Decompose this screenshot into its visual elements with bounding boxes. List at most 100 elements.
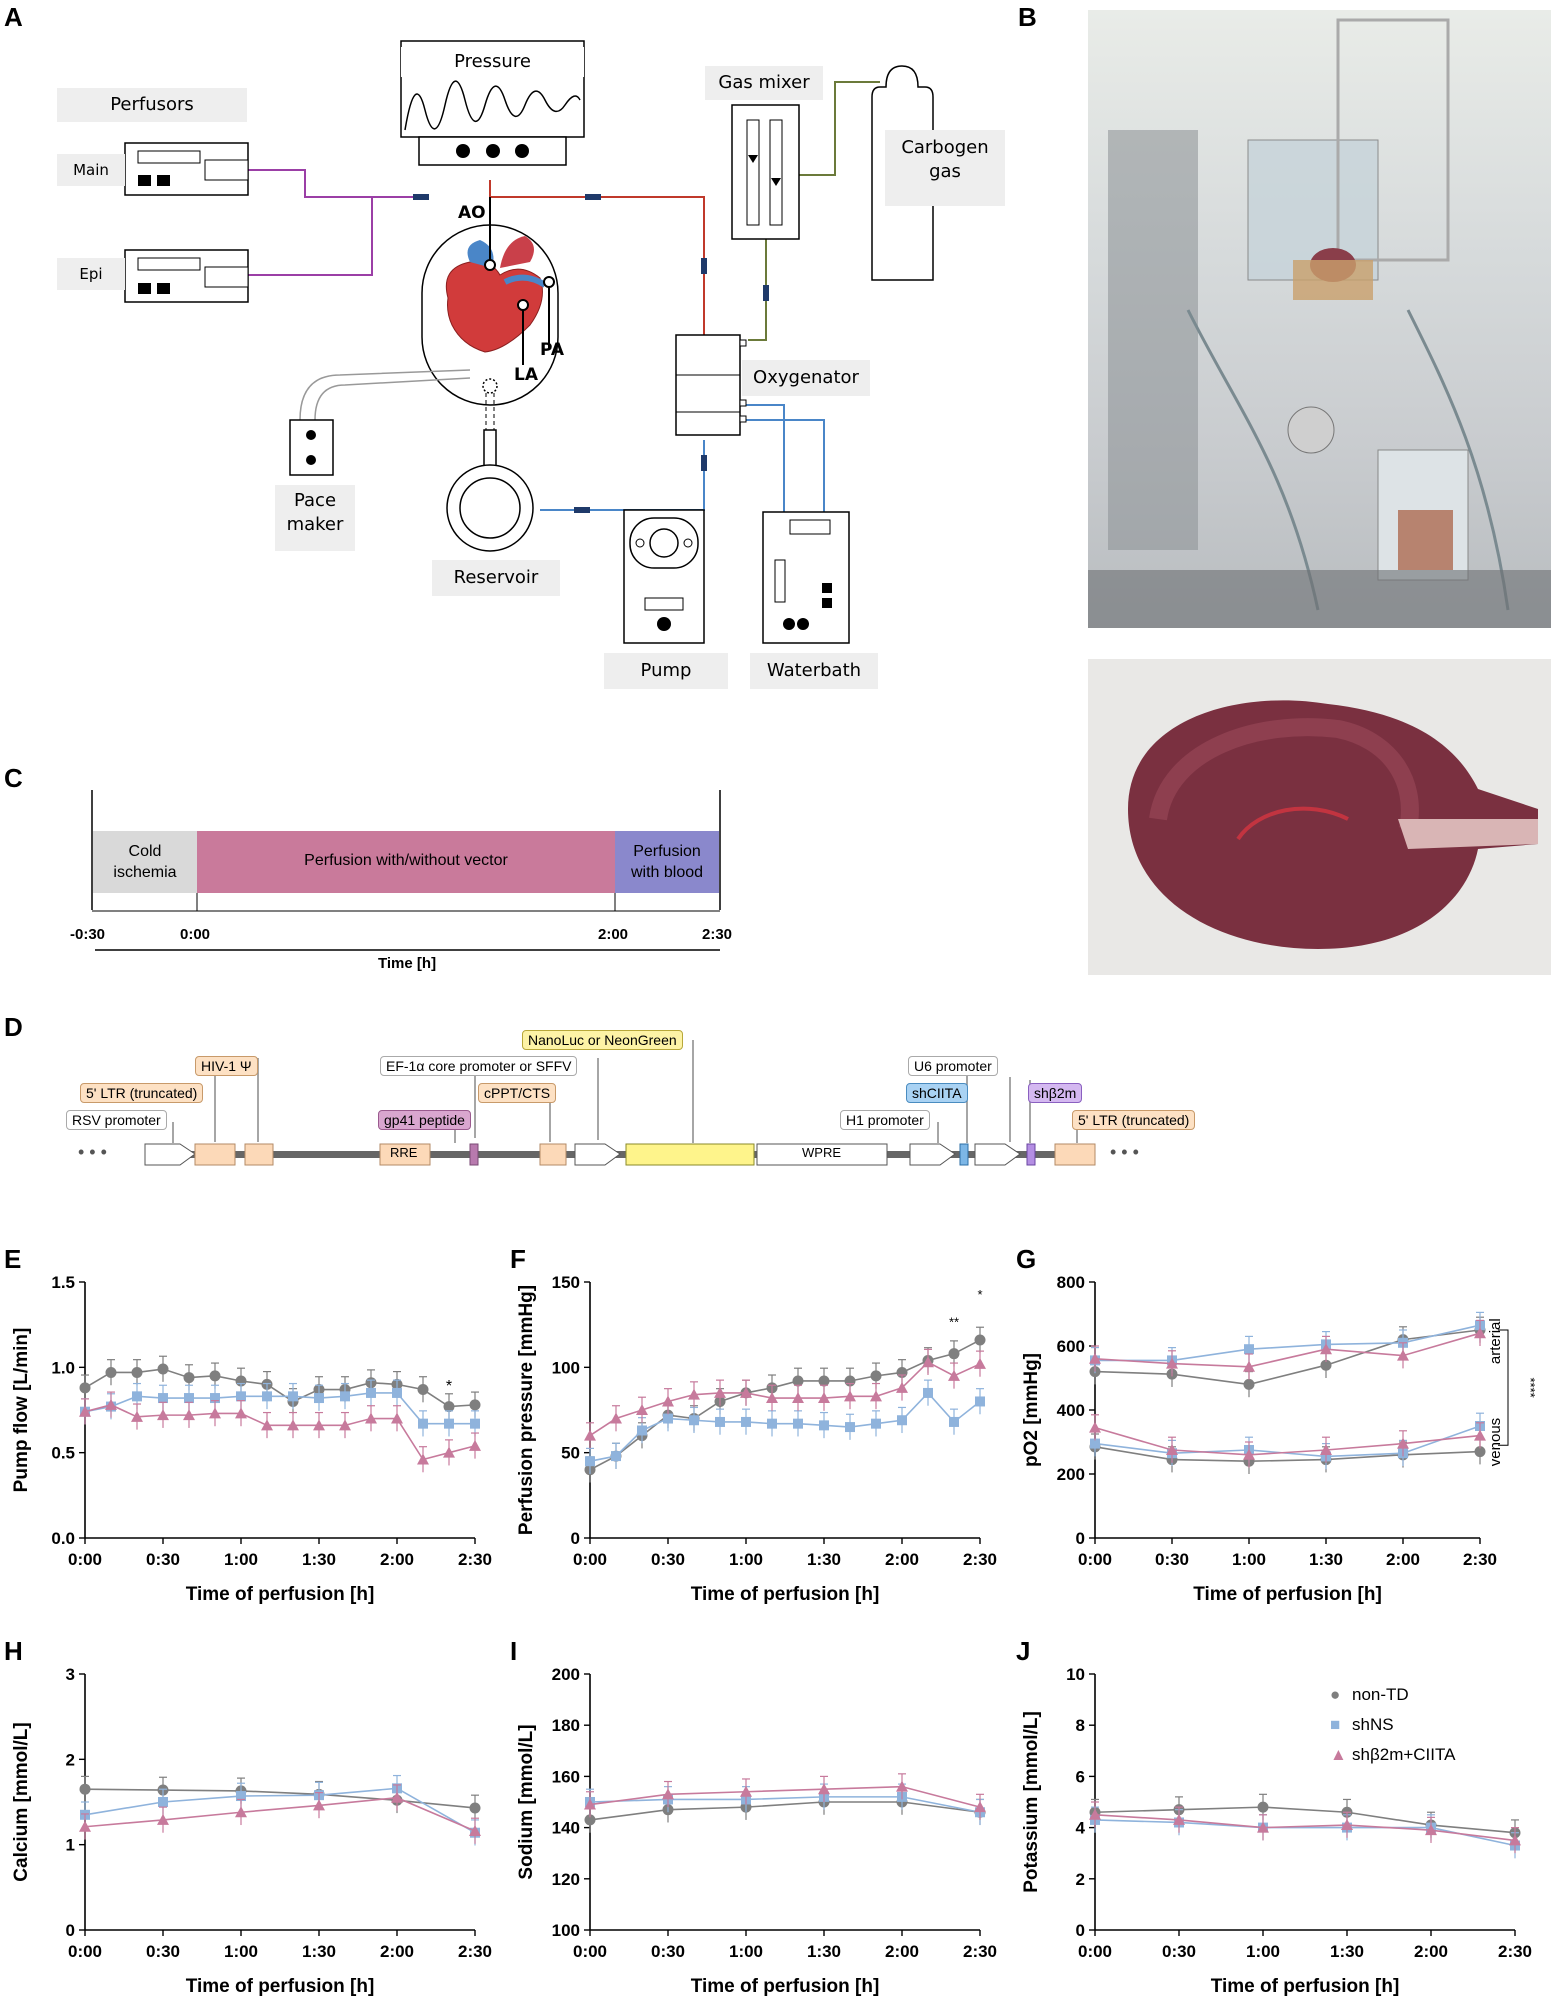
shciita-label: shCIITA bbox=[906, 1083, 968, 1103]
timeline-seg2-label: Perfusion with/without vector bbox=[304, 852, 508, 869]
data-point bbox=[845, 1422, 855, 1433]
perfusion-schematic bbox=[124, 40, 934, 644]
ltr5-left-label: 5' LTR (truncated) bbox=[80, 1083, 204, 1103]
data-point bbox=[923, 1387, 933, 1398]
x-tick-label: 1:00 bbox=[1246, 1942, 1280, 1961]
rsv-promoter-label: RSV promoter bbox=[66, 1110, 167, 1130]
series-line bbox=[589, 1785, 981, 1808]
x-tick-label: 1:30 bbox=[1309, 1550, 1343, 1569]
pressure-label: Pressure bbox=[401, 47, 584, 77]
data-point bbox=[818, 1392, 830, 1404]
vector-dots-left: • • • bbox=[78, 1142, 107, 1162]
data-point bbox=[469, 1399, 481, 1411]
data-point bbox=[392, 1387, 402, 1398]
data-point bbox=[584, 1798, 596, 1810]
data-point bbox=[339, 1419, 351, 1431]
data-point bbox=[184, 1393, 194, 1404]
data-point bbox=[158, 1393, 168, 1404]
data-point bbox=[209, 1370, 221, 1382]
data-point bbox=[636, 1404, 648, 1415]
series-line bbox=[1094, 1329, 1481, 1386]
y-tick-label: 140 bbox=[552, 1819, 580, 1838]
significance-bracket bbox=[1498, 1329, 1509, 1446]
series-line bbox=[1094, 1446, 1481, 1463]
x-tick-label: 1:00 bbox=[729, 1550, 763, 1569]
perfusor-main-tube bbox=[248, 169, 420, 198]
y-axis-title: Sodium [mmol/L] bbox=[516, 1724, 537, 1879]
data-point bbox=[236, 1391, 246, 1402]
x-tick-label: 0:30 bbox=[146, 1942, 180, 1961]
x-axis-title: Time of perfusion [h] bbox=[186, 1584, 375, 1605]
data-point bbox=[584, 1814, 596, 1826]
data-point bbox=[637, 1425, 647, 1436]
series-line bbox=[1094, 1806, 1516, 1834]
x-tick-label: 2:00 bbox=[1414, 1942, 1448, 1961]
timeline-diagram bbox=[91, 790, 721, 951]
venous-line bbox=[540, 440, 705, 511]
timeline-axis-label: Time [h] bbox=[378, 955, 437, 972]
data-point bbox=[974, 1334, 986, 1346]
data-point bbox=[209, 1407, 221, 1419]
x-tick-label: 1:30 bbox=[807, 1942, 841, 1961]
significance-mark: * bbox=[446, 1378, 452, 1395]
reporter-gene-box bbox=[625, 1143, 755, 1166]
significance-mark: ** bbox=[949, 1314, 959, 1329]
y-tick-label: 4 bbox=[1076, 1819, 1086, 1838]
data-point bbox=[1397, 1349, 1409, 1361]
y-tick-label: 160 bbox=[552, 1767, 580, 1786]
data-point bbox=[183, 1372, 195, 1384]
y-tick-label: 100 bbox=[552, 1921, 580, 1940]
pump-label: Pump bbox=[604, 653, 728, 689]
nanoluc-label: NanoLuc or NeonGreen bbox=[522, 1030, 683, 1050]
data-point bbox=[1474, 1446, 1486, 1458]
data-point bbox=[262, 1391, 272, 1402]
data-point bbox=[871, 1418, 881, 1429]
y-axis-title: Perfusion pressure [mmHg] bbox=[516, 1285, 537, 1535]
y-tick-label: 200 bbox=[1057, 1465, 1085, 1484]
segment-cold-ischemia bbox=[93, 831, 197, 893]
significance-mark: * bbox=[977, 1287, 982, 1302]
gas-mixer-label: Gas mixer bbox=[705, 66, 823, 100]
data-point bbox=[689, 1415, 699, 1426]
panel-label-d: D bbox=[4, 1012, 23, 1042]
oxygenator-label: Oxygenator bbox=[742, 360, 870, 396]
series-line bbox=[1094, 1426, 1481, 1456]
data-point bbox=[584, 1429, 596, 1441]
data-point bbox=[391, 1412, 403, 1424]
data-point bbox=[662, 1395, 674, 1407]
data-point bbox=[1089, 1352, 1101, 1364]
data-point bbox=[131, 1410, 143, 1422]
data-point bbox=[896, 1381, 908, 1393]
x-tick-label: 0:30 bbox=[651, 1550, 685, 1569]
pa-label: PA bbox=[540, 340, 565, 360]
data-point bbox=[974, 1801, 986, 1813]
y-tick-label: 2 bbox=[1076, 1870, 1085, 1889]
data-point bbox=[79, 1820, 91, 1832]
main-perfusor-label: Main bbox=[57, 154, 125, 186]
data-point bbox=[688, 1388, 700, 1400]
x-tick-label: 0:30 bbox=[1155, 1550, 1189, 1569]
perfusor-epi-tube bbox=[248, 197, 373, 276]
x-tick-label: 0:00 bbox=[1078, 1942, 1112, 1961]
y-tick-label: 1 bbox=[66, 1836, 75, 1855]
y-tick-label: 150 bbox=[552, 1273, 580, 1292]
y-tick-label: 0.0 bbox=[51, 1529, 75, 1548]
x-tick-label: 0:00 bbox=[573, 1942, 607, 1961]
x-tick-label: 1:00 bbox=[224, 1942, 258, 1961]
y-tick-label: 180 bbox=[552, 1716, 580, 1735]
data-point bbox=[792, 1375, 804, 1387]
series-line bbox=[589, 1801, 981, 1821]
data-point bbox=[132, 1391, 142, 1402]
shb2m-label: shβ2m bbox=[1028, 1083, 1083, 1103]
panel-label-b: B bbox=[1018, 2, 1037, 32]
data-point bbox=[105, 1398, 117, 1410]
x-tick-label: 2:00 bbox=[885, 1942, 919, 1961]
data-point bbox=[897, 1415, 907, 1426]
vector-dots-right: • • • bbox=[1110, 1142, 1139, 1162]
data-point bbox=[1089, 1808, 1101, 1820]
waterbath-label: Waterbath bbox=[750, 653, 878, 689]
